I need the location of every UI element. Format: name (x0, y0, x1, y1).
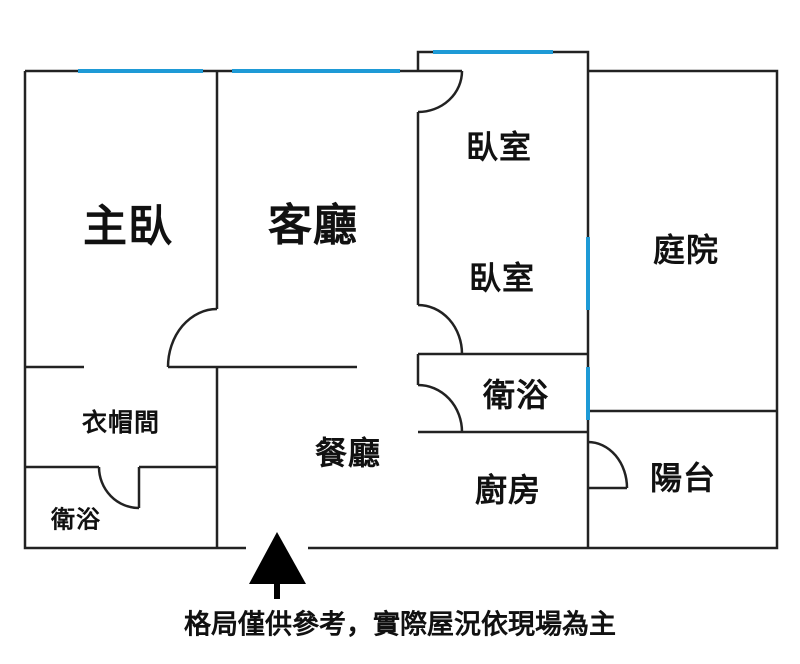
walls (23, 50, 779, 550)
room-label-balcony: 陽台 (649, 459, 717, 497)
wall (23, 71, 246, 550)
room-label-bathroom-small: 衛浴 (51, 505, 101, 534)
room-label-dining-room: 餐廳 (314, 434, 382, 472)
windows (78, 50, 590, 420)
room-label-bathroom-main: 衛浴 (482, 376, 550, 414)
wall (308, 69, 779, 550)
door-arc (97, 466, 140, 510)
door-arc (417, 70, 464, 114)
room-label-bedroom-2: 臥室 (468, 259, 536, 297)
room-label-kitchen: 廚房 (474, 471, 542, 509)
door-arc (587, 440, 629, 489)
door-arc (417, 303, 464, 355)
door-arc (166, 307, 218, 368)
room-label-bedroom-1: 臥室 (465, 128, 533, 166)
room-label-master-bedroom: 主臥 (83, 201, 173, 252)
arrow-up-icon (249, 532, 306, 599)
door-arc (417, 383, 464, 433)
footer-note: 格局僅供參考，實際屋況依現場為主 (184, 609, 616, 641)
room-label-living-room: 客廳 (268, 200, 358, 251)
room-label-courtyard: 庭院 (652, 231, 720, 269)
room-label-cloakroom: 衣帽間 (81, 408, 161, 437)
